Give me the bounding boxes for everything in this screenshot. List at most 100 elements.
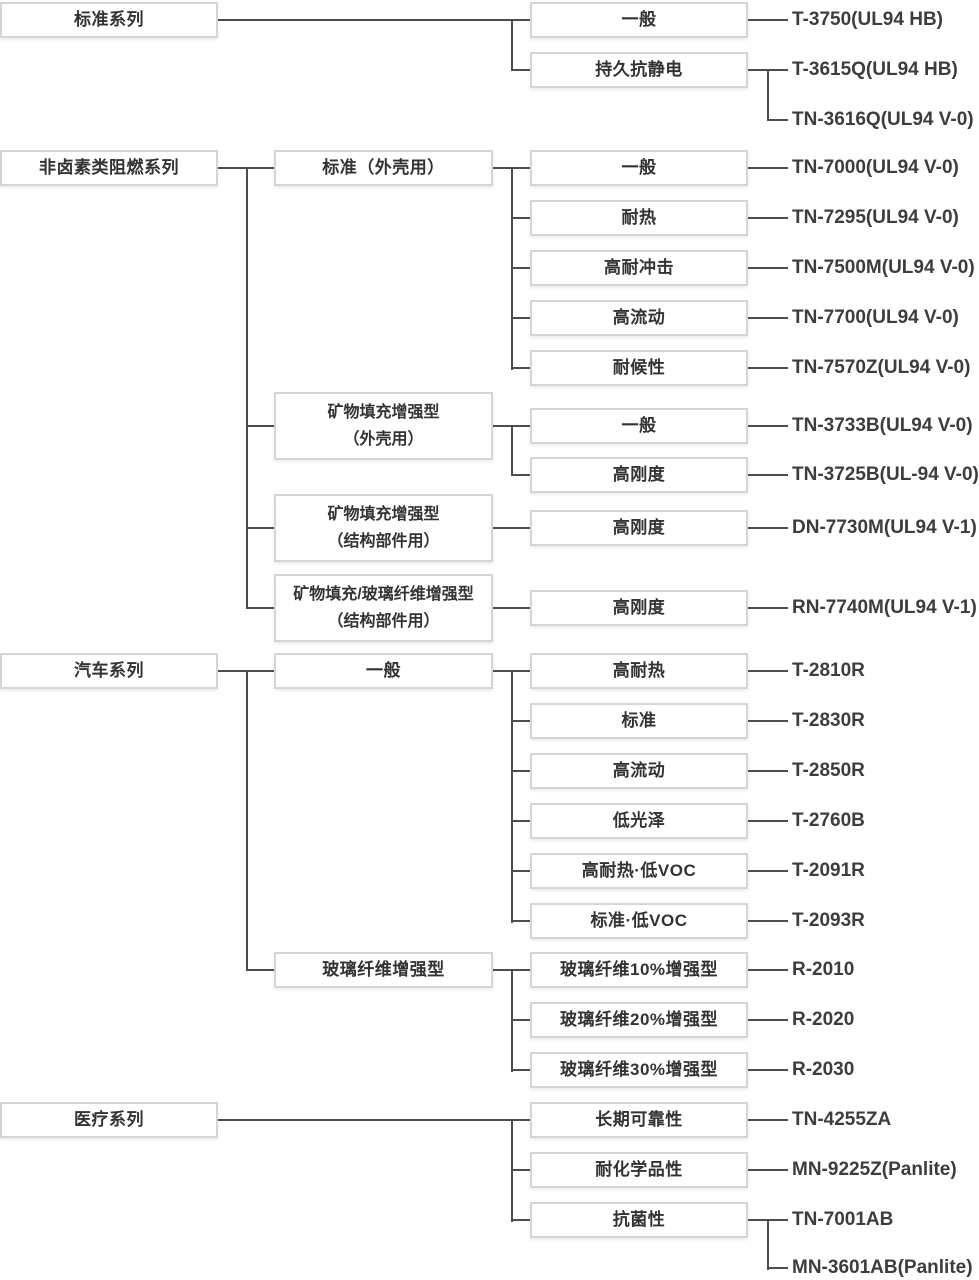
connector-line-horizontal (511, 1219, 530, 1221)
group-box: 玻璃纤维增强型 (274, 952, 493, 988)
grade-box: 持久抗静电 (530, 52, 748, 88)
grade-box: 高耐热·低VOC (530, 853, 748, 889)
connector-line-horizontal (511, 720, 530, 722)
group-box: 矿物填充增强型 （外壳用） (274, 392, 493, 460)
connector-line-horizontal (748, 670, 788, 672)
series-box: 标准系列 (0, 2, 218, 38)
grade-box: 一般 (530, 2, 748, 38)
series-box: 汽车系列 (0, 653, 218, 689)
connector-line-horizontal (748, 870, 788, 872)
group-box: 矿物填充/玻璃纤维增强型 （结构部件用） (274, 574, 493, 642)
grade-code: T-2850R (792, 760, 865, 781)
connector-line-horizontal (511, 367, 530, 369)
grade-code: TN-3725B(UL-94 V-0) (792, 464, 979, 485)
connector-line-horizontal (767, 1267, 788, 1269)
connector-line-horizontal (511, 1019, 530, 1021)
connector-line-horizontal (748, 527, 788, 529)
connector-line-horizontal (748, 474, 788, 476)
connector-line-vertical (511, 670, 513, 923)
group-box: 一般 (274, 653, 493, 689)
grade-code: T-2091R (792, 860, 865, 881)
grade-code: T-3750(UL94 HB) (792, 9, 943, 30)
grade-code: TN-3733B(UL94 V-0) (792, 415, 973, 436)
connector-line-horizontal (511, 1069, 530, 1071)
grade-box: 低光泽 (530, 803, 748, 839)
connector-line-horizontal (748, 267, 788, 269)
grade-code: T-3615Q(UL94 HB) (792, 59, 958, 80)
connector-line-horizontal (246, 969, 274, 971)
grade-code: TN-7700(UL94 V-0) (792, 307, 959, 328)
grade-code: R-2020 (792, 1009, 855, 1030)
connector-line-horizontal (748, 167, 788, 169)
connector-line-horizontal (246, 607, 274, 609)
group-box: 标准（外壳用） (274, 150, 493, 186)
connector-line-vertical (511, 19, 513, 71)
connector-line-vertical (246, 670, 248, 971)
grade-box: 耐候性 (530, 350, 748, 386)
connector-line-horizontal (748, 217, 788, 219)
grade-box: 高刚度 (530, 457, 748, 493)
grade-code: TN-7500M(UL94 V-0) (792, 257, 975, 278)
grade-code: T-2810R (792, 660, 865, 681)
connector-line-horizontal (511, 69, 530, 71)
grade-box: 标准·低VOC (530, 903, 748, 939)
grade-box: 耐化学品性 (530, 1152, 748, 1188)
connector-line-horizontal (511, 870, 530, 872)
connector-line-horizontal (218, 19, 530, 21)
connector-line-vertical (767, 69, 769, 121)
connector-line-horizontal (748, 19, 788, 21)
connector-line-horizontal (511, 217, 530, 219)
connector-line-horizontal (493, 527, 530, 529)
grade-code: MN-3601AB(Panlite) (792, 1257, 973, 1278)
connector-line-horizontal (748, 1119, 788, 1121)
connector-line-horizontal (748, 1169, 788, 1171)
connector-line-horizontal (748, 820, 788, 822)
grade-box: 一般 (530, 150, 748, 186)
connector-line-horizontal (748, 770, 788, 772)
connector-line-horizontal (493, 607, 530, 609)
connector-line-horizontal (511, 267, 530, 269)
group-box: 矿物填充增强型 （结构部件用） (274, 494, 493, 562)
grade-code: T-2093R (792, 910, 865, 931)
series-box: 医疗系列 (0, 1102, 218, 1138)
grade-box: 玻璃纤维30%增强型 (530, 1052, 748, 1088)
series-box: 非卤素类阻燃系列 (0, 150, 218, 186)
grade-code: DN-7730M(UL94 V-1) (792, 517, 977, 538)
grade-code: T-2830R (792, 710, 865, 731)
connector-line-horizontal (511, 1169, 530, 1171)
grade-code: TN-3616Q(UL94 V-0) (792, 109, 974, 130)
connector-line-horizontal (246, 425, 274, 427)
connector-line-vertical (511, 425, 513, 476)
grade-code: TN-7000(UL94 V-0) (792, 157, 959, 178)
connector-line-horizontal (511, 920, 530, 922)
connector-line-horizontal (511, 770, 530, 772)
grade-box: 高流动 (530, 300, 748, 336)
grade-box: 抗菌性 (530, 1202, 748, 1238)
grade-code: TN-7295(UL94 V-0) (792, 207, 959, 228)
grade-box: 高耐热 (530, 653, 748, 689)
grade-box: 一般 (530, 408, 748, 444)
grade-box: 耐热 (530, 200, 748, 236)
grade-code: R-2010 (792, 959, 855, 980)
connector-line-horizontal (748, 317, 788, 319)
connector-line-horizontal (246, 527, 274, 529)
connector-line-horizontal (748, 425, 788, 427)
grade-box: 玻璃纤维10%增强型 (530, 952, 748, 988)
connector-line-horizontal (748, 1019, 788, 1021)
grade-code: RN-7740M(UL94 V-1) (792, 597, 977, 618)
grade-box: 高刚度 (530, 590, 748, 626)
grade-code: TN-7001AB (792, 1209, 894, 1230)
connector-line-horizontal (511, 820, 530, 822)
grade-code: TN-7570Z(UL94 V-0) (792, 357, 971, 378)
grade-box: 高刚度 (530, 510, 748, 546)
grade-code: R-2030 (792, 1059, 855, 1080)
connector-line-horizontal (748, 607, 788, 609)
connector-line-horizontal (511, 474, 530, 476)
grade-code: MN-9225Z(Panlite) (792, 1159, 957, 1180)
connector-line-horizontal (748, 720, 788, 722)
connector-line-horizontal (767, 119, 788, 121)
grade-box: 长期可靠性 (530, 1102, 748, 1138)
grade-box: 标准 (530, 703, 748, 739)
connector-line-vertical (767, 1219, 769, 1270)
